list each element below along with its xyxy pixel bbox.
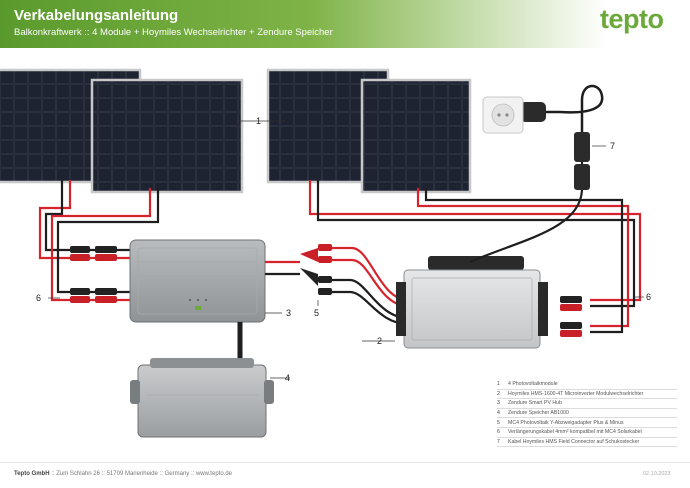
callout-1: 1 xyxy=(256,116,261,126)
callout-2: 2 xyxy=(377,336,382,346)
footer-address-text: :: Zum Schlahn 26 :: 51709 Marienheide :… xyxy=(51,471,232,477)
callouts: 1 2 3 4 5 6 6 7 xyxy=(36,116,651,383)
field-connector xyxy=(574,132,590,190)
legend-list: 1 4 Photovoltaikmodule 2 Hoymiles HMS-1600… xyxy=(497,380,677,448)
callout-7: 7 xyxy=(610,141,615,151)
page-subtitle: Balkonkraftwerk :: 4 Module + Hoymiles W… xyxy=(14,27,333,38)
legend-item: 6 Verlängerungskabel 4mm² kompatibel mit … xyxy=(497,428,677,438)
solar-panel xyxy=(90,78,244,194)
legend-text: Verlängerungskabel 4mm² kompatibel mit M… xyxy=(508,429,642,436)
header-banner: Verkabelungsanleitung Balkonkraftwerk ::… xyxy=(0,0,690,48)
footer-company: Tepto GmbH xyxy=(14,471,50,477)
legend-number: 6 xyxy=(497,429,500,436)
panel-cables-right xyxy=(308,180,642,334)
callout-4: 4 xyxy=(285,373,290,383)
legend-text: 4 Photovoltaikmodule xyxy=(508,381,558,388)
mc4-connectors-left xyxy=(70,246,117,303)
hub-output-cables xyxy=(265,260,300,276)
zendure-pv-hub xyxy=(129,239,266,323)
legend-number: 2 xyxy=(497,390,500,397)
legend-item: 2 Hoymiles HMS-1600-4T Microinverter Modu… xyxy=(497,390,677,400)
solar-panel xyxy=(360,78,472,194)
legend-number: 5 xyxy=(497,419,500,426)
legend-number: 4 xyxy=(497,410,500,417)
legend-text: Kabel Hoymiles HMS Field Connector auf S… xyxy=(508,438,640,445)
ac-cable xyxy=(469,162,584,264)
legend-item: 4 Zendure Speicher AB1000 xyxy=(497,409,677,419)
footer-address: Tepto GmbH :: Zum Schlahn 26 :: 51709 Ma… xyxy=(14,471,232,477)
footer: Tepto GmbH :: Zum Schlahn 26 :: 51709 Ma… xyxy=(0,462,690,488)
legend-text: Zendure Smart PV Hub xyxy=(508,400,562,407)
callout-5: 5 xyxy=(314,308,319,318)
legend-item: 5 MC4 Photovoltaik Y-Abzweigadapter Plus … xyxy=(497,418,677,428)
legend-item: 1 4 Photovoltaikmodule xyxy=(497,380,677,390)
footer-date: 02.10.2023 xyxy=(643,471,671,477)
legend-text: Zendure Speicher AB1000 xyxy=(508,410,569,417)
callout-lines xyxy=(48,120,644,379)
solar-panels-right xyxy=(266,68,472,194)
callout-6-right: 6 xyxy=(646,292,651,302)
solar-panels-left xyxy=(0,68,244,194)
legend-text: Hoymiles HMS-1600-4T Microinverter Modul… xyxy=(508,390,644,397)
legend-text: MC4 Photovoltaik Y-Abzweigadapter Plus &… xyxy=(508,419,624,426)
callout-3: 3 xyxy=(286,308,291,318)
schuko-cable xyxy=(545,84,604,132)
mc4-y-adapters xyxy=(300,244,332,295)
legend-item: 7 Kabel Hoymiles HMS Field Connector auf … xyxy=(497,438,677,448)
legend-number: 7 xyxy=(497,438,500,445)
wall-socket xyxy=(482,96,524,134)
legend-number: 1 xyxy=(497,381,500,388)
tepto-logo: tepto xyxy=(600,4,664,34)
page-title: Verkabelungsanleitung xyxy=(14,7,179,24)
callout-6-left: 6 xyxy=(36,293,41,303)
hoymiles-inverter xyxy=(396,256,548,349)
zendure-battery xyxy=(130,358,274,438)
legend-number: 3 xyxy=(497,400,500,407)
mc4-connectors-right xyxy=(560,296,582,337)
legend-item: 3 Zendure Smart PV Hub xyxy=(497,399,677,409)
